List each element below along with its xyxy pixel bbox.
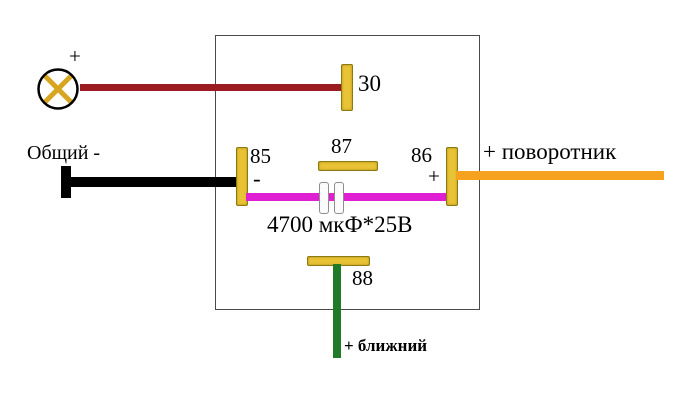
low-beam-label: + ближний bbox=[344, 336, 428, 355]
terminal-85-label: 85 bbox=[250, 144, 271, 168]
capacitor-label: 4700 мкФ*25В bbox=[267, 212, 413, 237]
wire-86-to-turn-signal bbox=[456, 171, 664, 180]
wire-88-to-low-beam bbox=[333, 264, 341, 358]
terminal-30 bbox=[341, 64, 353, 111]
wire-lamp-to-30 bbox=[80, 84, 343, 91]
terminal-30-label: 30 bbox=[358, 71, 381, 96]
capacitor-plate-right bbox=[334, 182, 344, 214]
wire-85-to-86 bbox=[246, 193, 448, 201]
capacitor-plate-left bbox=[319, 182, 329, 214]
terminal-87 bbox=[318, 161, 378, 171]
terminal-86-plus-label: + bbox=[428, 164, 440, 188]
lamp-icon bbox=[37, 68, 79, 110]
terminal-87-label: 87 bbox=[331, 134, 352, 158]
terminal-85-minus-label: - bbox=[253, 166, 261, 191]
common-label: Общий - bbox=[27, 142, 101, 164]
terminal-86-label: 86 bbox=[411, 143, 432, 167]
terminal-85 bbox=[236, 147, 248, 206]
lamp-plus-label: + bbox=[69, 44, 81, 68]
turn-signal-label: + поворотник bbox=[483, 139, 617, 164]
wire-ground-to-85 bbox=[70, 177, 240, 187]
terminal-88-label: 88 bbox=[352, 266, 373, 290]
ground-connector bbox=[61, 166, 71, 198]
